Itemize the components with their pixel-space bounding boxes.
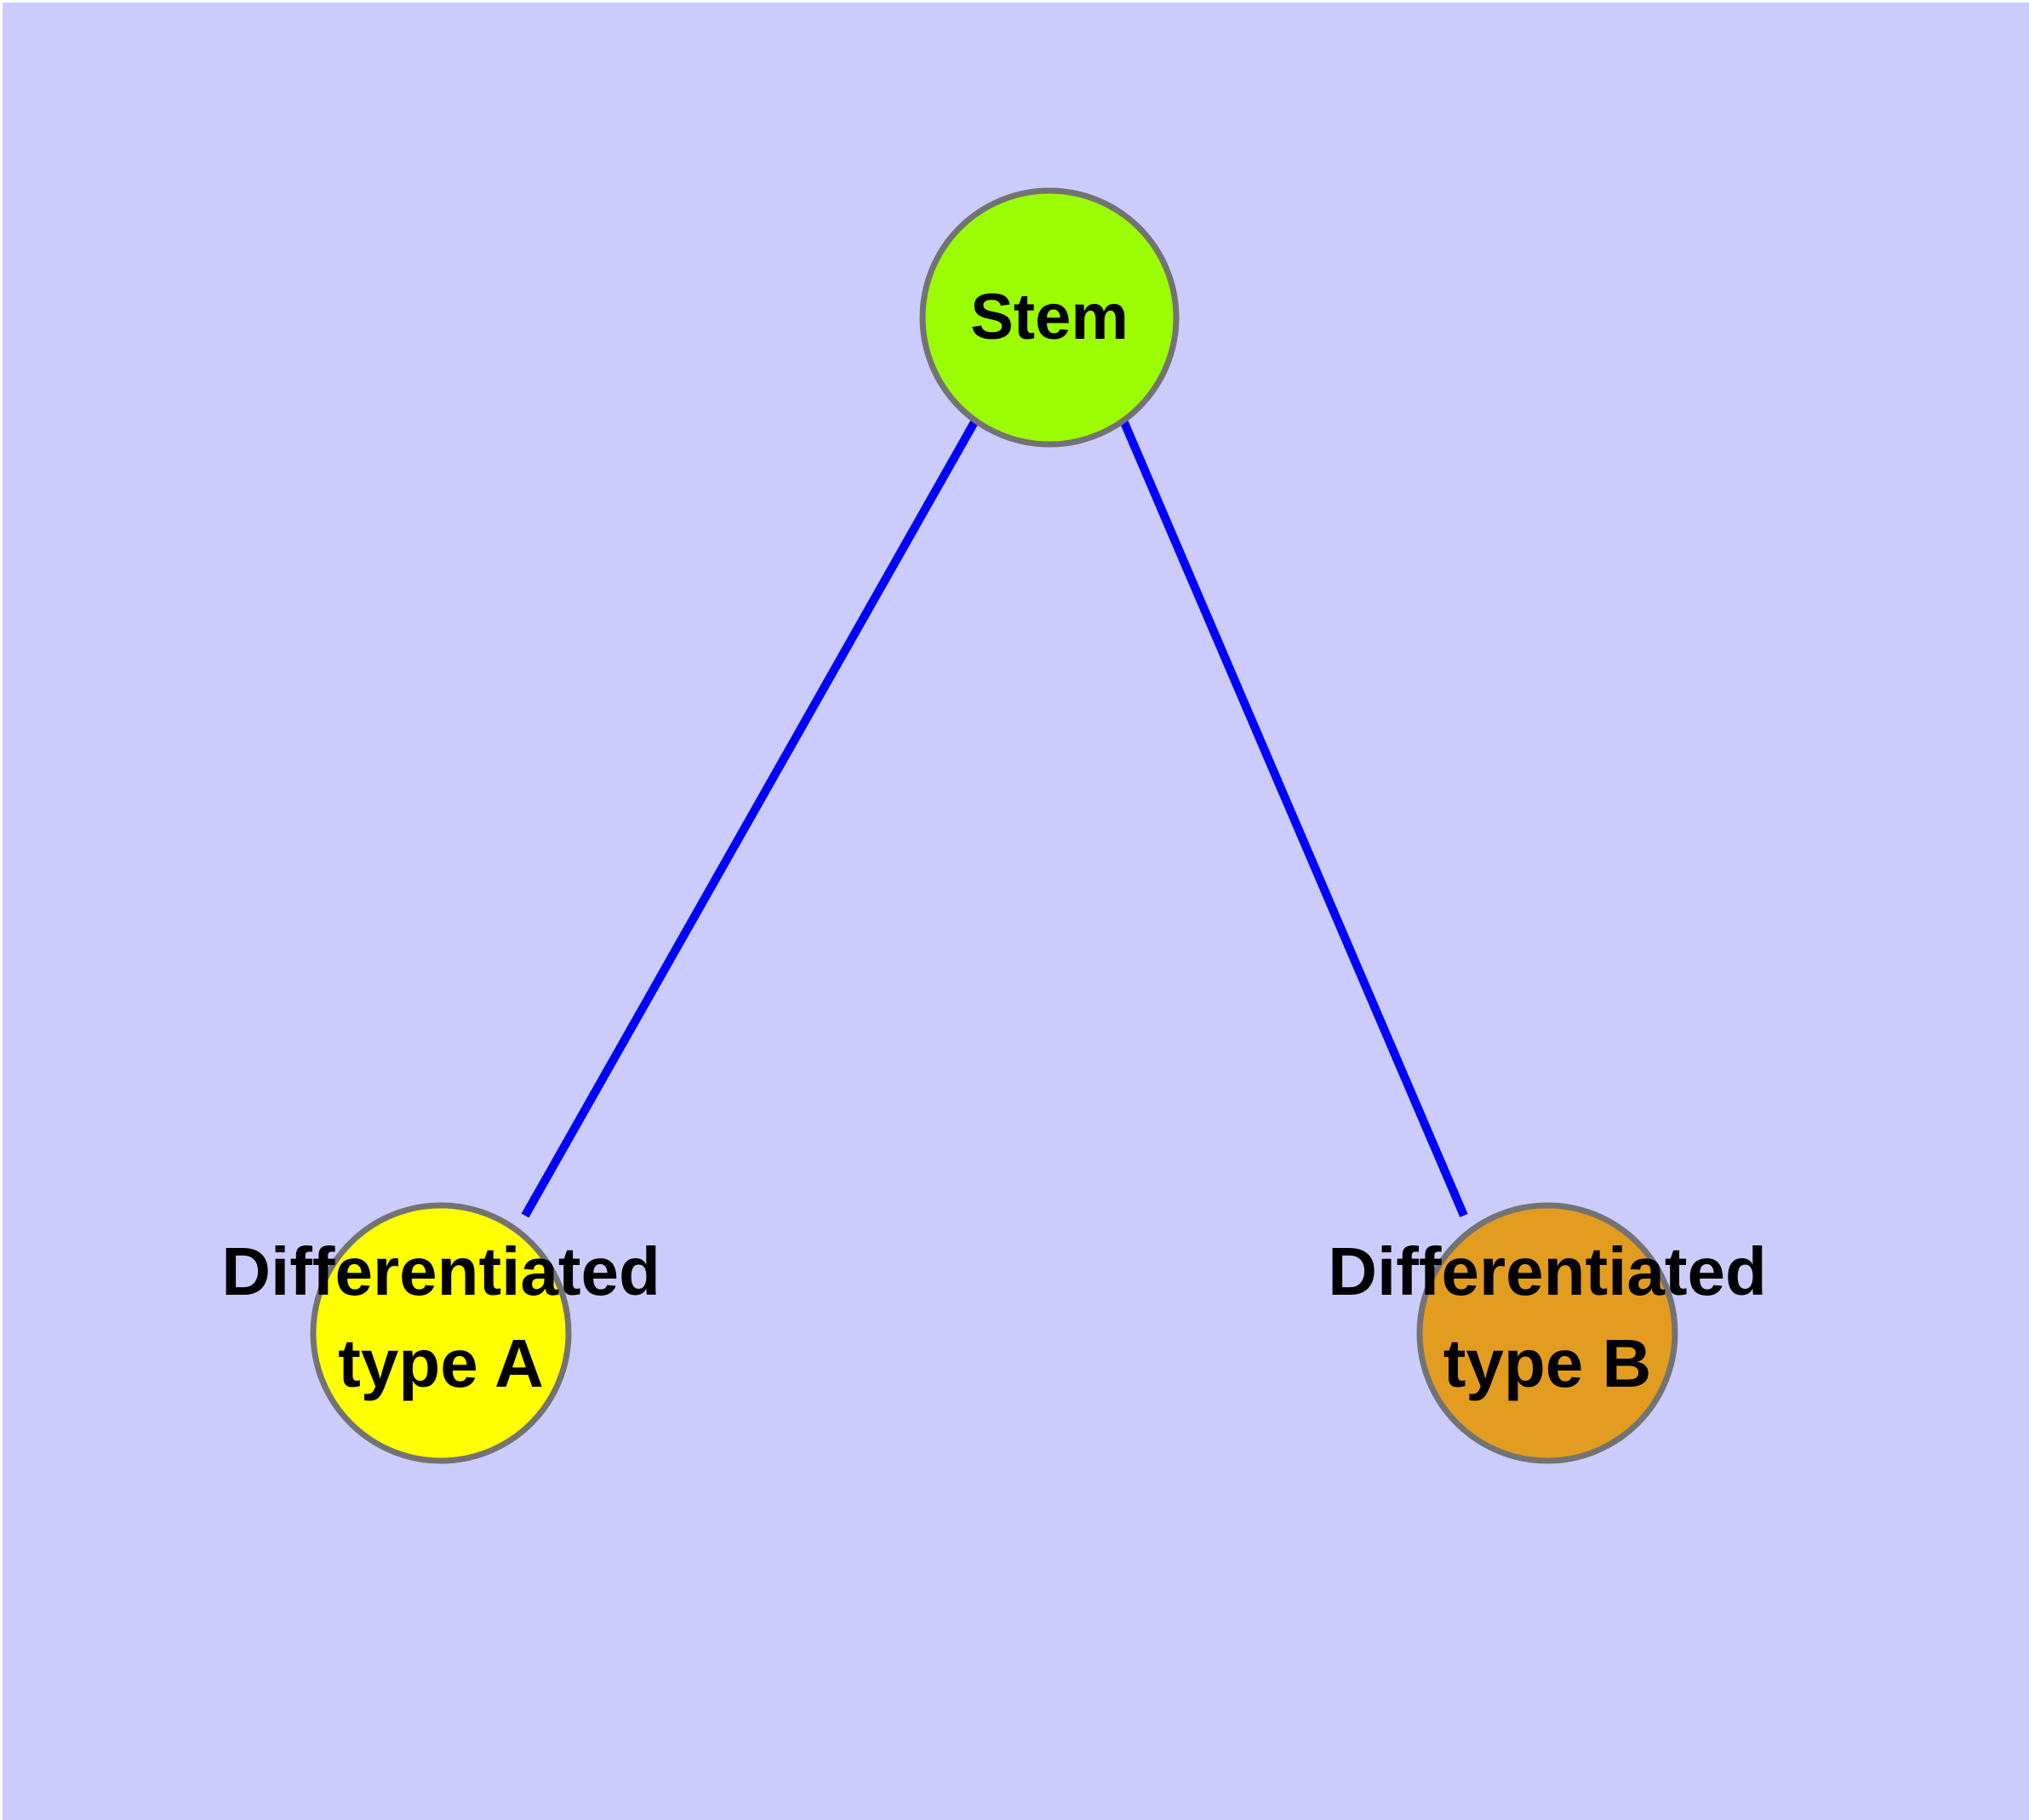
node-stem[interactable]: Stem — [919, 187, 1180, 448]
node-differentiated-type-a-label-line2: type A — [338, 1325, 544, 1401]
edge-stem-to-differentiated-type-a[interactable] — [521, 418, 980, 1218]
edge-stem-to-differentiated-type-b[interactable] — [1119, 419, 1468, 1217]
edge-layer — [521, 418, 1468, 1218]
node-differentiated-type-a[interactable] — [310, 1202, 572, 1464]
node-differentiated-type-b-label-line1: Differentiated — [1328, 1233, 1767, 1309]
node-differentiated-type-a-circle[interactable] — [310, 1202, 572, 1464]
node-differentiated-type-b-label-line2: type B — [1443, 1325, 1652, 1401]
node-differentiated-type-b[interactable] — [1416, 1202, 1678, 1464]
node-stem-label: Stem — [970, 281, 1129, 353]
node-layer: Stem Differentiated type A Differentiate… — [221, 187, 1767, 1464]
node-differentiated-type-a-label-line1: Differentiated — [221, 1233, 660, 1309]
node-differentiated-type-b-circle[interactable] — [1416, 1202, 1678, 1464]
node-stem-circle[interactable] — [919, 187, 1180, 448]
